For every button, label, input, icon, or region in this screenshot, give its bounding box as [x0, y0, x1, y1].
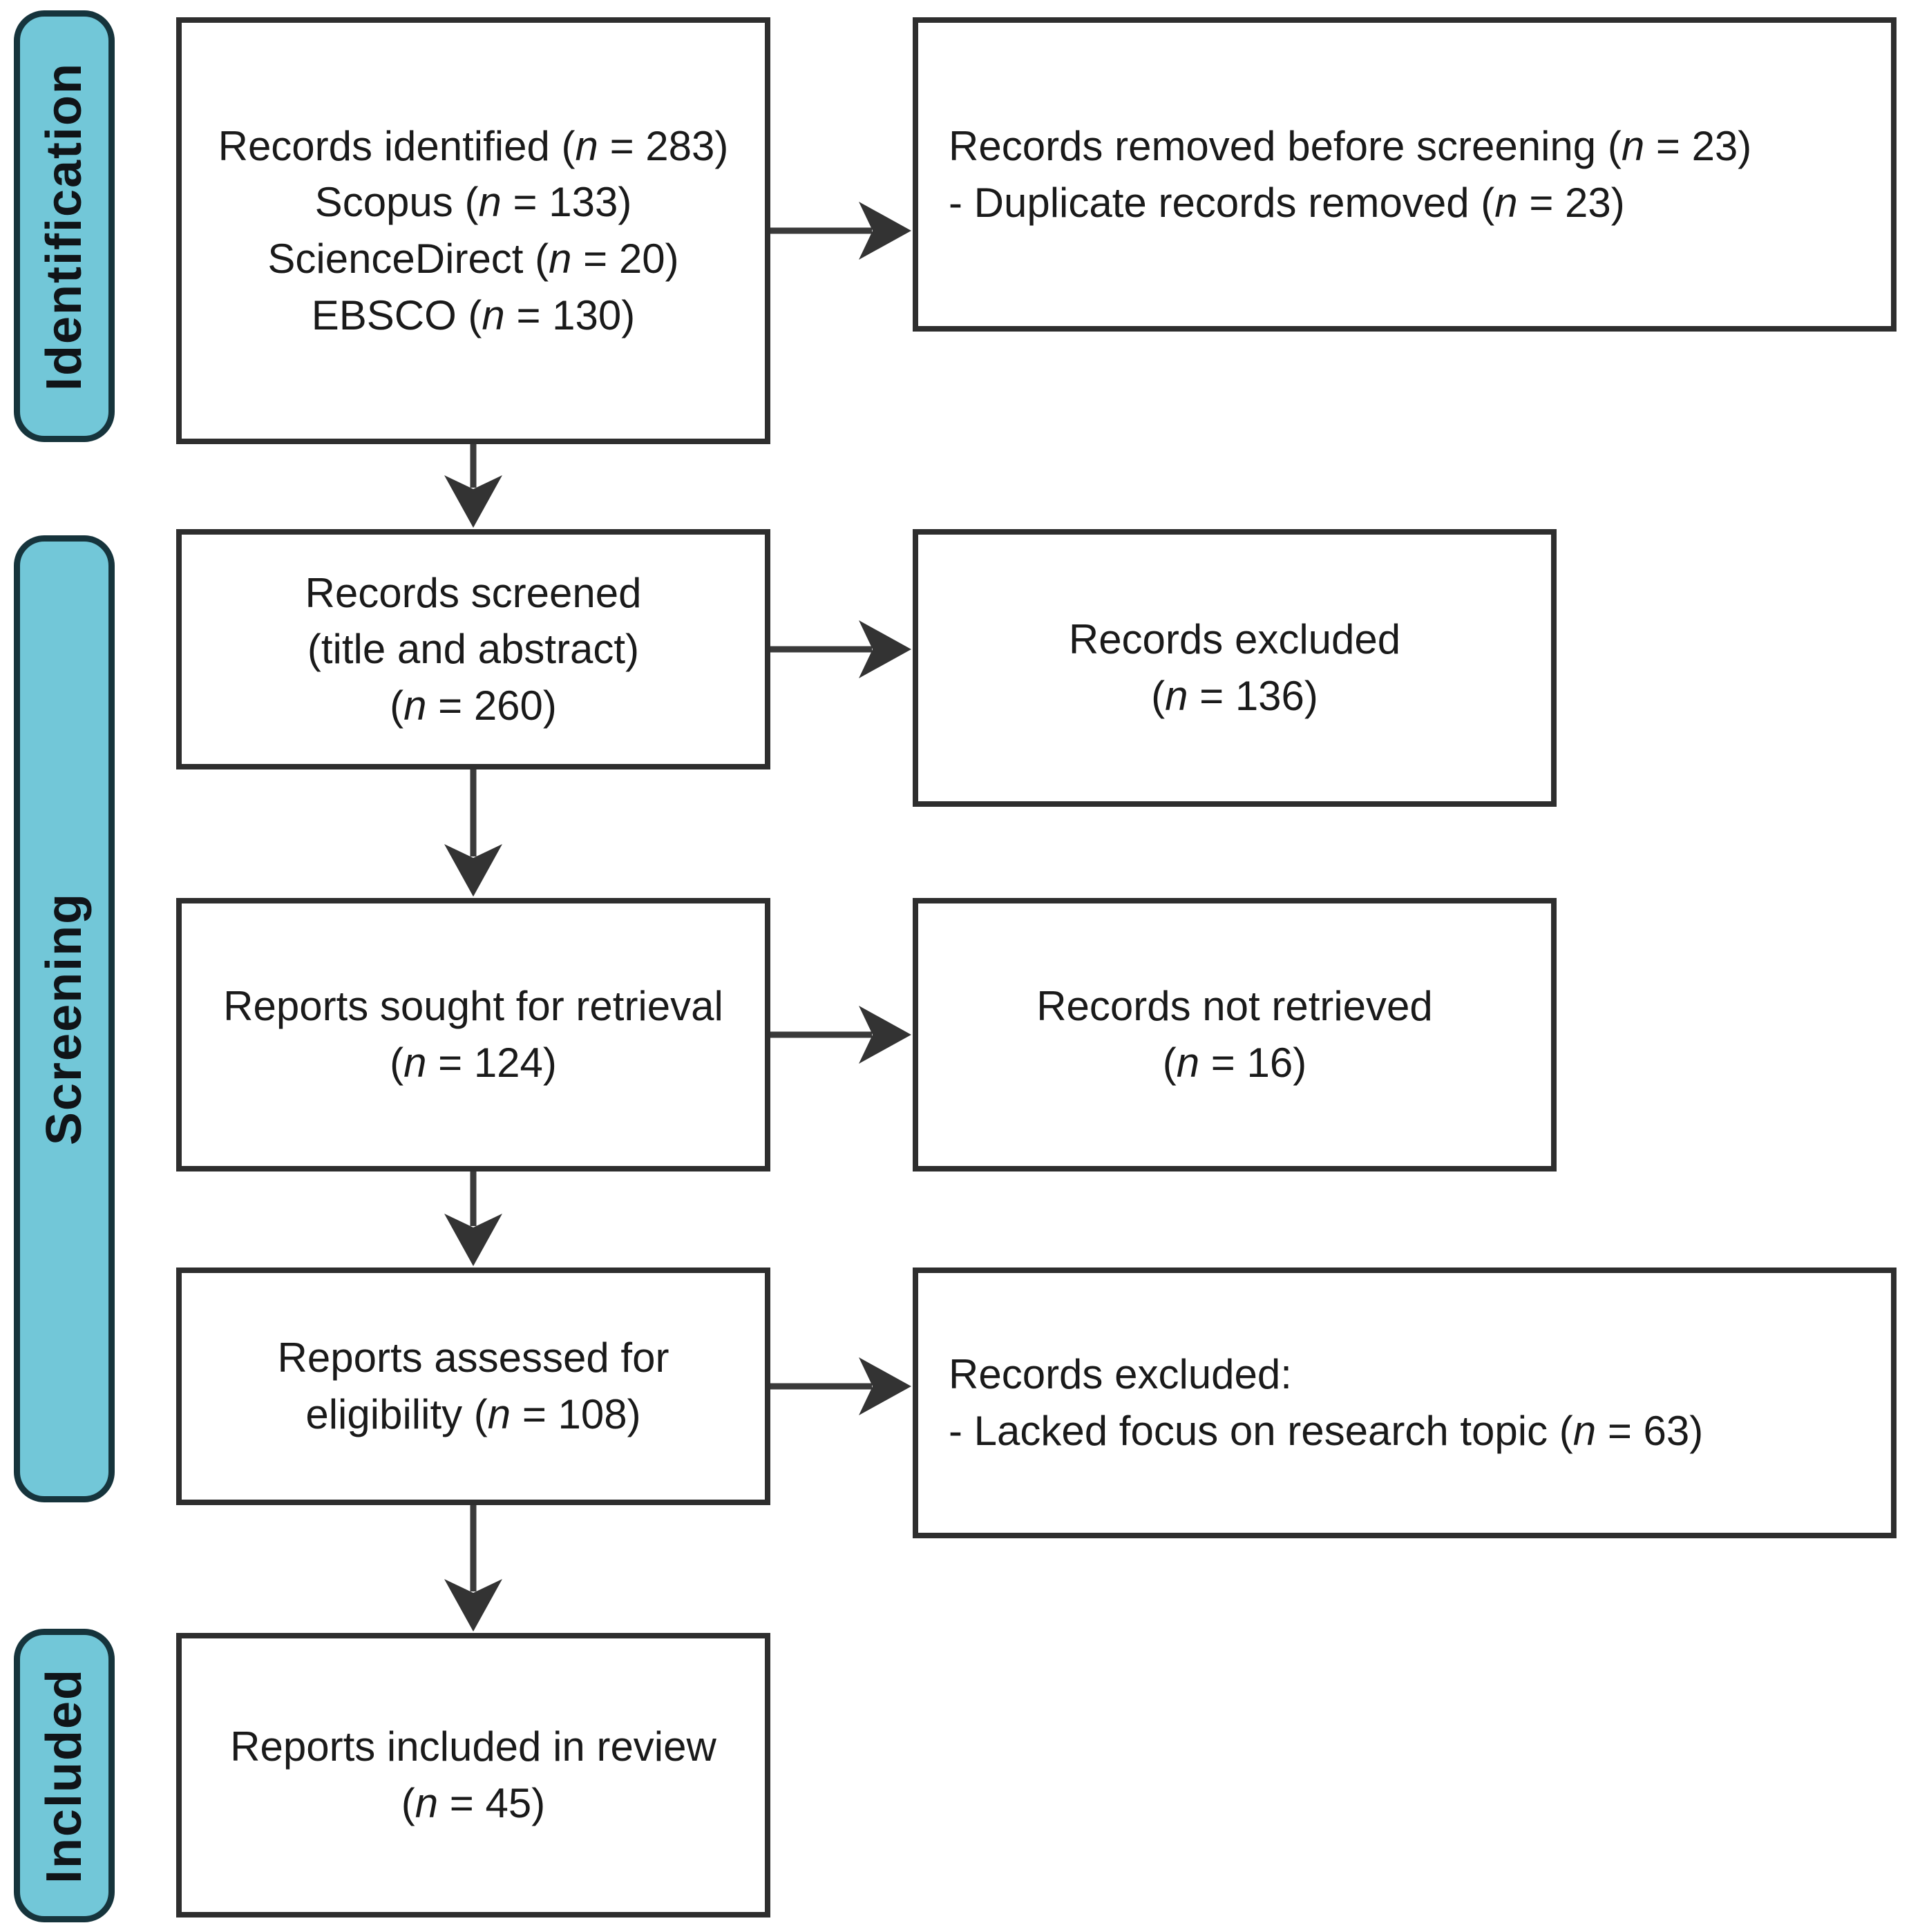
arrow-right-identification [770, 202, 911, 260]
box-reports-included-text: Reports included in review(n = 45) [230, 1723, 716, 1826]
box-records-excluded-screening-text: Records excluded(n = 136) [1068, 616, 1401, 719]
box-records-removed-text: Records removed before screening (n = 23… [949, 122, 1752, 226]
arrow-down-4 [444, 1505, 502, 1632]
box-records-screened: Records screened(title and abstract)(n =… [176, 529, 770, 769]
stage-label-screening-text: Screening [37, 892, 92, 1146]
box-records-not-retrieved: Records not retrieved(n = 16) [913, 898, 1557, 1171]
box-records-excluded-screening: Records excluded(n = 136) [913, 529, 1557, 807]
stage-label-included-text: Included [37, 1667, 93, 1884]
box-reports-included-in-review: Reports included in review(n = 45) [176, 1633, 770, 1917]
arrow-right-retrieval [770, 1006, 911, 1064]
stage-label-included: Included [14, 1629, 115, 1922]
box-records-excluded-eligibility-text: Records excluded:- Lacked focus on resea… [949, 1351, 1704, 1454]
arrow-down-2 [444, 769, 502, 897]
stage-label-screening: Screening [14, 535, 115, 1502]
box-records-identified: Records identified (n = 283)Scopus (n = … [176, 17, 770, 444]
arrow-down-3 [444, 1171, 502, 1266]
box-records-screened-text: Records screened(title and abstract)(n =… [305, 569, 642, 729]
box-records-excluded-eligibility: Records excluded:- Lacked focus on resea… [913, 1268, 1897, 1538]
arrow-down-1 [444, 444, 502, 528]
arrow-right-screened [770, 620, 911, 678]
stage-label-identification-text: Identification [37, 61, 92, 391]
box-records-identified-text: Records identified (n = 283)Scopus (n = … [218, 122, 729, 338]
box-reports-sought-for-retrieval: Reports sought for retrieval(n = 124) [176, 898, 770, 1171]
box-records-removed-before-screening: Records removed before screening (n = 23… [913, 17, 1897, 332]
arrow-right-eligibility [770, 1357, 911, 1415]
box-records-not-retrieved-text: Records not retrieved(n = 16) [1036, 983, 1433, 1086]
stage-label-identification: Identification [14, 10, 115, 442]
box-reports-sought-text: Reports sought for retrieval(n = 124) [223, 983, 723, 1086]
